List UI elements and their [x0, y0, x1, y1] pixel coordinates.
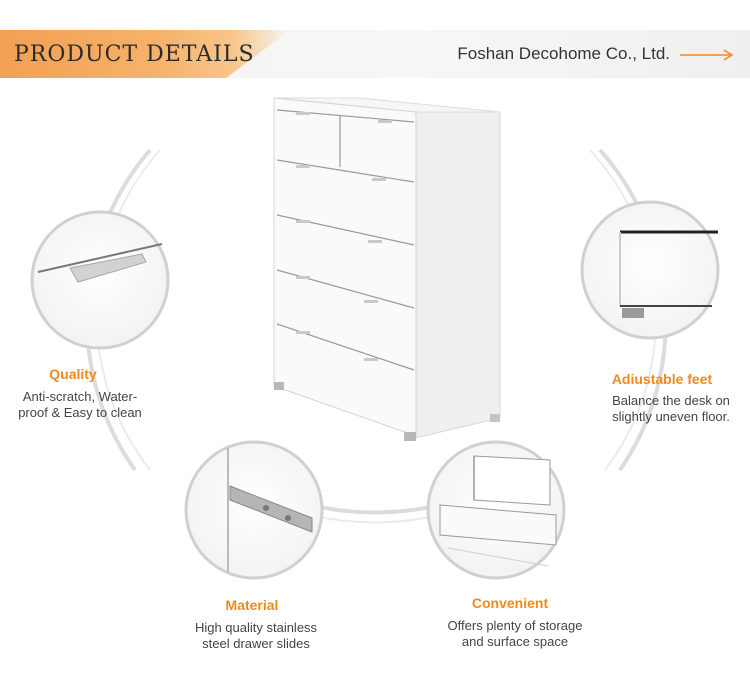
feature-desc-line: High quality stainless [194, 620, 318, 635]
page-title: PRODUCT DETAILS [14, 42, 255, 67]
feature-desc-material: High quality stainless steel drawer slid… [176, 620, 336, 652]
feature-desc-adjustable-feet: Balance the desk on slightly uneven floo… [596, 393, 746, 425]
feature-title-adjustable-feet: Adiustable feet [611, 371, 713, 387]
convenient-detail-image [426, 440, 566, 580]
feature-title-convenient: Convenient [471, 595, 549, 611]
feature-desc-line: Balance the desk on [612, 393, 730, 408]
feature-desc-line: Anti-scratch, Water- [22, 389, 138, 404]
adjustable-feet-detail-image [580, 200, 720, 340]
feature-desc-line: Offers plenty of storage [447, 618, 583, 633]
company-name: Foshan Decohome Co., Ltd. [457, 44, 670, 63]
quality-detail-image [30, 210, 170, 350]
feature-desc-convenient: Offers plenty of storage and surface spa… [430, 618, 600, 650]
feature-title-material: Material [225, 597, 279, 613]
arrow-right-icon [680, 49, 734, 61]
feature-desc-line: proof & Easy to clean [18, 405, 142, 420]
feature-desc-line: slightly uneven floor. [612, 409, 730, 424]
feature-desc-quality: Anti-scratch, Water- proof & Easy to cle… [5, 389, 155, 421]
feature-desc-line: and surface space [461, 634, 569, 649]
feature-desc-line: steel drawer slides [202, 636, 310, 651]
chest-of-drawers [273, 97, 501, 441]
material-detail-image [184, 440, 324, 580]
feature-title-quality: Quality [49, 366, 97, 382]
